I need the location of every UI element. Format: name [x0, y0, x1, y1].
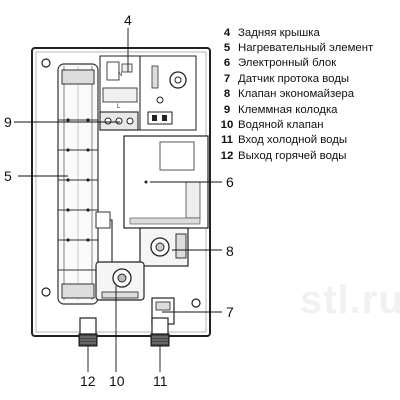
legend-item: 8 Клапан экономайзера	[218, 87, 400, 102]
economizer-valve	[139, 227, 189, 267]
legend-item: 5 Нагревательный элемент	[218, 40, 400, 55]
callout-9: 9	[4, 114, 12, 130]
pipe-connector	[95, 211, 111, 229]
legend-number: 5	[223, 42, 231, 55]
legend-label: Выход горячей воды	[238, 149, 347, 162]
legend-number: 12	[220, 149, 234, 162]
legend-number: 9	[223, 103, 231, 116]
board-label-n: N	[118, 72, 122, 78]
legend-label: Электронный блок	[238, 57, 337, 70]
cold-water-inlet	[150, 317, 170, 347]
legend-item: 11 Вход холодной воды	[218, 133, 400, 148]
mount-hole-tl	[41, 58, 51, 68]
callout-4: 4	[124, 12, 132, 28]
legend-number: 11	[220, 134, 234, 147]
legend-item: 6 Электронный блок	[218, 56, 400, 71]
legend-label: Задняя крышка	[238, 26, 320, 39]
legend-number: 6	[223, 57, 231, 70]
legend-item: 9 Клеммная колодка	[218, 102, 400, 117]
legend-label: Клеммная колодка	[238, 103, 338, 116]
callout-7: 7	[226, 304, 234, 320]
water-valve	[95, 261, 145, 301]
legend-item: 4 Задняя крышка	[218, 25, 400, 40]
legend: 4 Задняя крышка 5 Нагревательный элемент…	[218, 25, 400, 164]
callout-5: 5	[4, 168, 12, 184]
callout-11: 11	[153, 373, 168, 389]
callout-8: 8	[226, 243, 234, 259]
terminal-block	[99, 111, 139, 131]
legend-number: 8	[223, 88, 231, 101]
watermark: stl.ru	[300, 278, 400, 322]
legend-item: 12 Выход горячей воды	[218, 148, 400, 163]
legend-label: Водяной клапан	[238, 119, 324, 132]
callout-12: 12	[80, 373, 96, 389]
legend-item: 10 Водяной клапан	[218, 117, 400, 132]
callout-10: 10	[109, 373, 125, 389]
legend-number: 4	[223, 26, 231, 39]
heating-element	[57, 63, 99, 305]
callout-6: 6	[226, 174, 234, 190]
legend-number: 7	[223, 72, 231, 85]
legend-label: Вход холодной воды	[238, 134, 348, 147]
mount-hole-br	[191, 298, 201, 308]
legend-number: 10	[220, 119, 234, 132]
legend-label: Нагревательный элемент	[238, 42, 374, 55]
legend-item: 7 Датчик протока воды	[218, 71, 400, 86]
legend-label: Клапан экономайзера	[238, 88, 355, 101]
control-area	[139, 55, 197, 131]
mount-hole-bl	[41, 287, 51, 297]
legend-label: Датчик протока воды	[238, 72, 350, 85]
leader-lines	[14, 28, 222, 372]
board-label-l: L	[117, 104, 121, 110]
hot-water-outlet	[78, 317, 98, 347]
